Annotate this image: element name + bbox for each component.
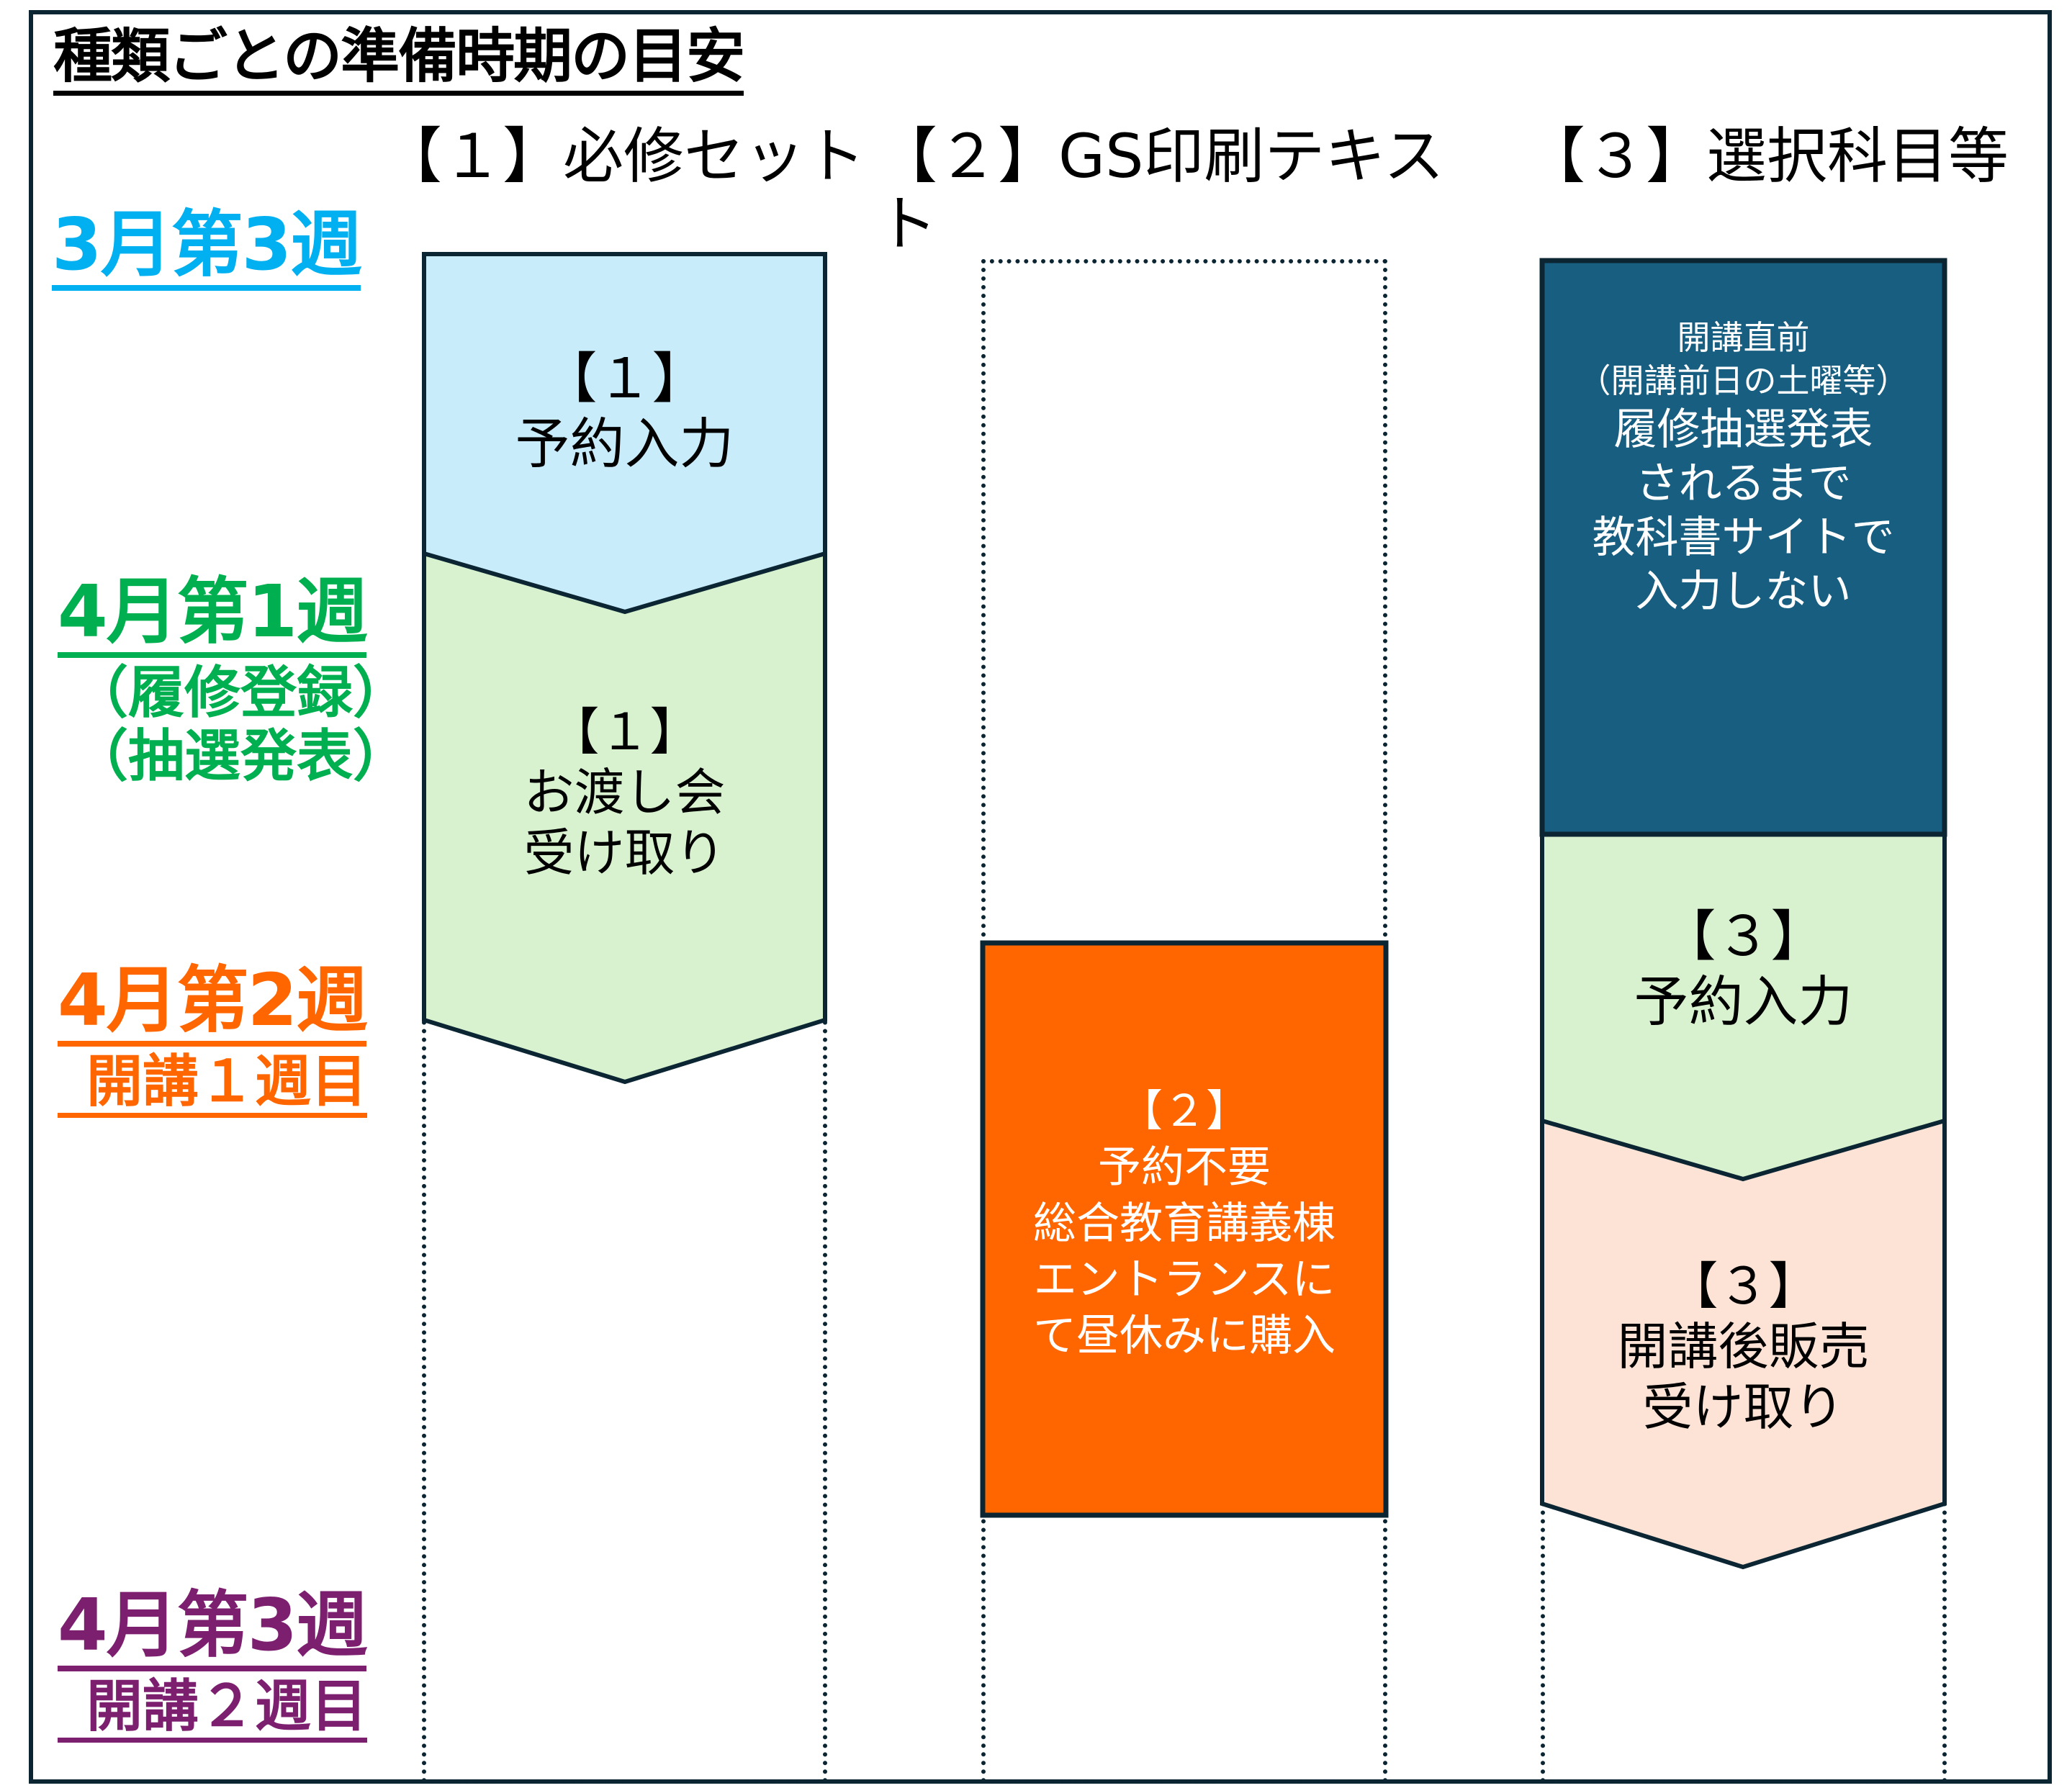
col1-pickup-line-1: お渡し会 [523, 763, 726, 822]
col2-buy-tag: 【２】 [1120, 1086, 1249, 1137]
col3-wait-line-1: 履修抽選発表 [1613, 404, 1873, 455]
col3-wait-line-2: されるまで [1635, 458, 1852, 509]
week-label-apr-1-text: 4月第1週 [58, 576, 368, 658]
week-note-registration: （履修登録） [72, 661, 410, 726]
col3-wait-small-1: 開講直前 [1677, 318, 1810, 357]
column-header-gs-printed-text: 【２】GS印刷テキスト [877, 121, 1444, 260]
col2-buy-line-3: エントランスに [1033, 1255, 1335, 1305]
week-label-apr-2-text: 4月第2週 [58, 965, 368, 1047]
week-label-apr-1: 4月第1週 （履修登録） （抽選発表） [58, 576, 409, 785]
col1-reserve-shape [422, 252, 827, 615]
col3-reserve-tag: 【３】 [1661, 904, 1826, 968]
col2-buy-shape [980, 940, 1389, 1518]
week-label-apr-2: 4月第2週 開講１週目 [58, 965, 368, 1118]
week-label-mar-3-text: 3月第3週 [52, 209, 362, 291]
col1-reserve-tag: 【１】 [542, 346, 707, 410]
col1-pickup-tag: 【１】 [549, 703, 701, 762]
col3-sale-tag: 【３】 [1667, 1257, 1819, 1316]
page-title: 種類ごとの準備時期の目安 [53, 24, 745, 96]
col3-wait-block: 開講直前 （開講前日の土曜等） 履修抽選発表 されるまで 教科書サイトで 入力し… [1542, 317, 1945, 619]
col3-wait-small-2: （開講前日の土曜等） [1577, 361, 1909, 400]
col1-pickup-block: 【１】 お渡し会 受け取り [424, 702, 825, 883]
week-label-mar-3: 3月第3週 [52, 209, 362, 291]
week-label-apr-3: 4月第3週 開講２週目 [58, 1589, 368, 1743]
week-label-apr-3-text: 4月第3週 [58, 1589, 368, 1671]
col3-sale-line-2: 受け取り [1642, 1378, 1844, 1437]
week-note-lottery: （抽選発表） [72, 724, 410, 789]
col3-wait-shape [1539, 258, 1947, 837]
col2-buy-line-1: 予約不要 [1098, 1142, 1271, 1193]
week-note-class-week-2: 開講２週目 [58, 1679, 368, 1743]
col2-buy-block: 【２】 予約不要 総合教育講義棟 エントランスに て昼休みに購入 [983, 1083, 1386, 1364]
col3-reserve-text: 予約入力 [1634, 970, 1853, 1034]
col3-reserve-block: 【３】 予約入力 [1542, 903, 1945, 1034]
col1-pickup-line-2: 受け取り [523, 823, 726, 882]
col3-wait-line-4: 入力しない [1635, 566, 1852, 617]
column-header-required-set: 【１】必修セット [382, 121, 866, 191]
col3-wait-line-3: 教科書サイトで [1592, 512, 1895, 563]
col3-sale-block: 【３】 開講後販売 受け取り [1542, 1256, 1945, 1437]
col1-reserve-text: 予約入力 [515, 412, 734, 477]
column-header-elective-subjects: 【３】選択科目等 [1525, 121, 2009, 191]
col3-sale-line-1: 開講後販売 [1617, 1317, 1870, 1376]
col2-buy-line-4: て昼休みに購入 [1033, 1311, 1335, 1361]
week-note-class-week-1: 開講１週目 [58, 1054, 368, 1118]
col1-reserve-block: 【１】 予約入力 [424, 346, 825, 477]
col2-buy-line-2: 総合教育講義棟 [1033, 1198, 1335, 1249]
